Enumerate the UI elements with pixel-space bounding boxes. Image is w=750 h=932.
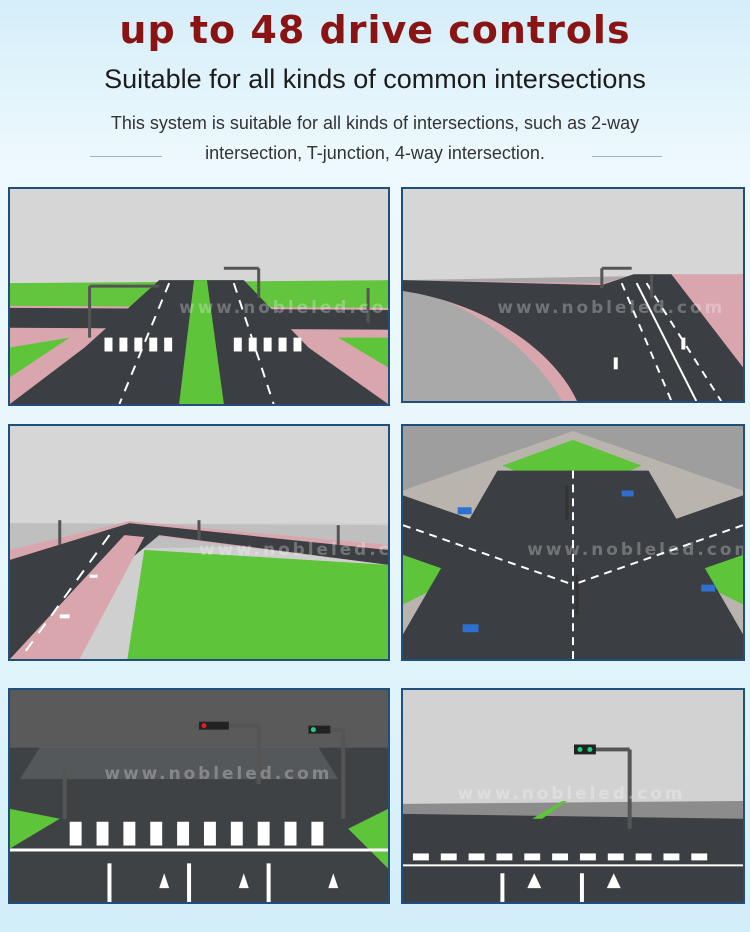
description-line-1: This system is suitable for all kinds of… <box>110 113 640 133</box>
intersection-image-2: www.nobleled.com <box>401 187 745 403</box>
watermark-text: www.nobleled.com <box>199 539 388 559</box>
watermark-text: www.nobleled.com <box>527 539 743 559</box>
headline: up to 48 drive controls <box>119 8 631 52</box>
watermark-text: www.nobleled.com <box>497 297 725 317</box>
intersection-image-1: www.nobleled.com <box>8 187 390 406</box>
divider-right <box>592 156 662 157</box>
intersection-image-3: www.nobleled.com <box>8 424 390 661</box>
subheadline: Suitable for all kinds of common interse… <box>104 64 646 94</box>
watermark-text: www.nobleled.com <box>179 297 388 317</box>
divider-left <box>90 156 162 157</box>
watermark-text: www.nobleled.com <box>458 783 686 803</box>
intersection-image-6: www.nobleled.com <box>401 688 745 904</box>
intersection-image-4: www.nobleled.com <box>401 424 745 661</box>
description: This system is suitable for all kinds of… <box>60 108 690 168</box>
watermark-text: www.nobleled.com <box>105 763 333 783</box>
intersection-image-5: www.nobleled.com <box>8 688 390 904</box>
description-line-2: intersection, T-junction, 4-way intersec… <box>205 143 545 163</box>
